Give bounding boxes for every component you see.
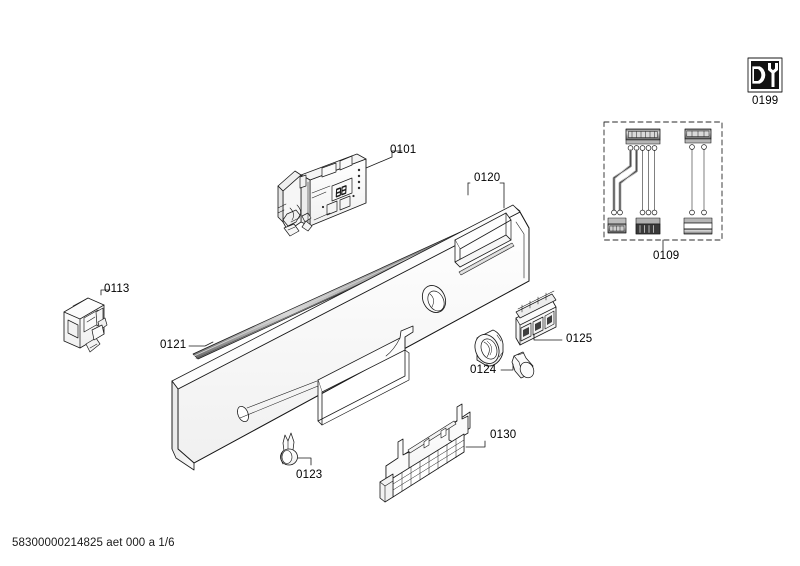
document-footer: 58300000214825 aet 000 a 1/6 — [12, 537, 175, 549]
door-latch-bracket — [63, 297, 108, 353]
callout-label-0121: 0121 — [160, 339, 187, 351]
control-module-pcb — [277, 153, 367, 237]
callout-leader-0121 — [188, 341, 214, 347]
callout-leader-0130 — [465, 440, 486, 448]
grid-holder-bracket — [379, 403, 471, 503]
callout-label-0113: 0113 — [104, 283, 130, 295]
callout-label-0123: 0123 — [296, 469, 323, 481]
callout-label-0199: 0199 — [752, 95, 779, 107]
callout-leader-0101 — [365, 150, 403, 169]
callout-leader-0123 — [297, 457, 312, 466]
callout-label-0120: 0120 — [474, 172, 501, 184]
rotary-knob — [474, 329, 535, 379]
fascia-panel — [171, 204, 530, 471]
multi-pin-harness — [607, 128, 661, 235]
callout-label-0101: 0101 — [390, 144, 417, 156]
service-tool-icon-group — [747, 57, 783, 93]
retaining-clip — [280, 432, 298, 466]
callout-leader-0113 — [100, 289, 111, 296]
callout-label-0124: 0124 — [470, 364, 497, 376]
callout-leader-0124 — [500, 363, 514, 371]
switch-block — [515, 290, 557, 346]
callout-label-0130: 0130 — [490, 429, 517, 441]
callout-leader-0125 — [533, 333, 563, 341]
callout-label-0109: 0109 — [653, 250, 680, 262]
callout-label-0125: 0125 — [566, 333, 593, 345]
wiring-harness-group — [603, 121, 723, 251]
callout-leader-0120 — [467, 182, 505, 209]
two-wire-harness — [683, 128, 713, 235]
